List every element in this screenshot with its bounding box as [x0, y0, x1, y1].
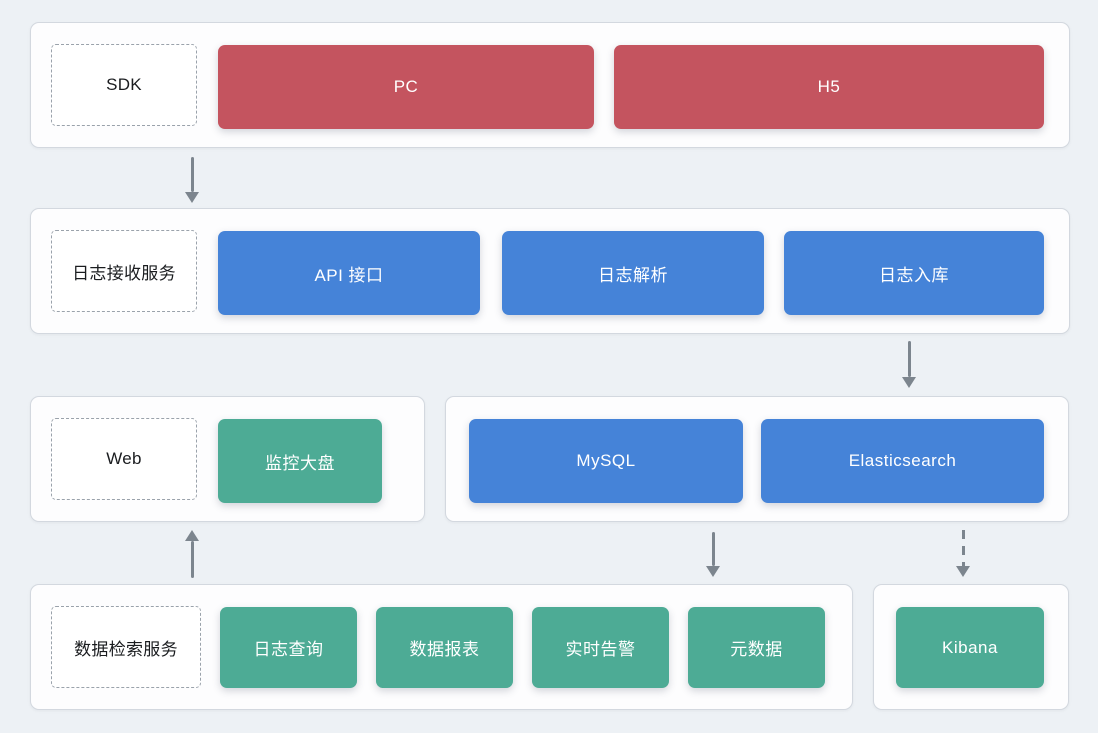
- log-store-label: 日志入库: [879, 265, 949, 285]
- data-report-label: 数据报表: [409, 640, 480, 659]
- arrow-search-to-web-icon: [182, 530, 202, 578]
- arrow-storage-to-kibana-icon: [953, 530, 973, 577]
- arrow-head: [956, 566, 970, 577]
- log-parse-label: 日志解析: [598, 265, 668, 285]
- api-label: API 接口: [314, 265, 384, 285]
- pc-box: PC: [218, 45, 594, 129]
- realtime-alert-box: 实时告警: [532, 607, 669, 688]
- data-search-group-label: 数据检索服务: [74, 639, 178, 659]
- clients-group-label-box: SDK: [51, 44, 197, 126]
- panel-storage: MySQL Elasticsearch: [445, 396, 1069, 522]
- realtime-alert-label: 实时告警: [565, 640, 636, 659]
- log-ingest-group-label: 日志接收服务: [72, 263, 176, 283]
- arrow-stem: [190, 157, 194, 192]
- panel-kibana: Kibana: [873, 584, 1069, 710]
- arrow-head: [706, 566, 720, 577]
- kibana-label: Kibana: [942, 637, 998, 657]
- pc-label: PC: [393, 77, 419, 96]
- data-search-group-label-box: 数据检索服务: [51, 606, 201, 688]
- arrow-stem: [711, 532, 715, 566]
- arrow-head: [185, 530, 199, 541]
- log-ingest-group-label-box: 日志接收服务: [51, 230, 197, 312]
- panel-clients: SDK PC H5: [30, 22, 1070, 148]
- monitor-dashboard-box: 监控大盘: [218, 419, 382, 503]
- log-parse-box: 日志解析: [502, 231, 764, 315]
- metadata-box: 元数据: [688, 607, 825, 688]
- arrow-stem: [190, 541, 194, 578]
- panel-web: Web 监控大盘: [30, 396, 425, 522]
- arrow-ingest-to-storage-icon: [899, 341, 919, 388]
- web-group-label-box: Web: [51, 418, 197, 500]
- h5-box: H5: [614, 45, 1044, 129]
- web-group-label: Web: [106, 449, 142, 468]
- kibana-box: Kibana: [896, 607, 1044, 688]
- elasticsearch-box: Elasticsearch: [761, 419, 1044, 503]
- arrow-stem: [907, 341, 911, 377]
- arrow-stem: [961, 530, 965, 566]
- mysql-box: MySQL: [469, 419, 743, 503]
- clients-group-label: SDK: [106, 75, 142, 94]
- log-query-box: 日志查询: [220, 607, 357, 688]
- elasticsearch-label: Elasticsearch: [848, 451, 957, 470]
- h5-label: H5: [817, 77, 841, 96]
- monitor-dashboard-label: 监控大盘: [265, 453, 335, 473]
- arrow-clients-to-ingest-icon: [182, 157, 202, 203]
- arrow-head: [185, 192, 199, 203]
- mysql-label: MySQL: [576, 451, 636, 470]
- panel-data-search: 数据检索服务 日志查询 数据报表 实时告警 元数据: [30, 584, 853, 710]
- arrow-storage-to-search-icon: [703, 532, 723, 577]
- api-box: API 接口: [218, 231, 480, 315]
- log-store-box: 日志入库: [784, 231, 1044, 315]
- log-query-label: 日志查询: [253, 640, 324, 659]
- panel-log-ingest: 日志接收服务 API 接口 日志解析 日志入库: [30, 208, 1070, 334]
- metadata-label: 元数据: [730, 640, 783, 659]
- arrow-head: [902, 377, 916, 388]
- data-report-box: 数据报表: [376, 607, 513, 688]
